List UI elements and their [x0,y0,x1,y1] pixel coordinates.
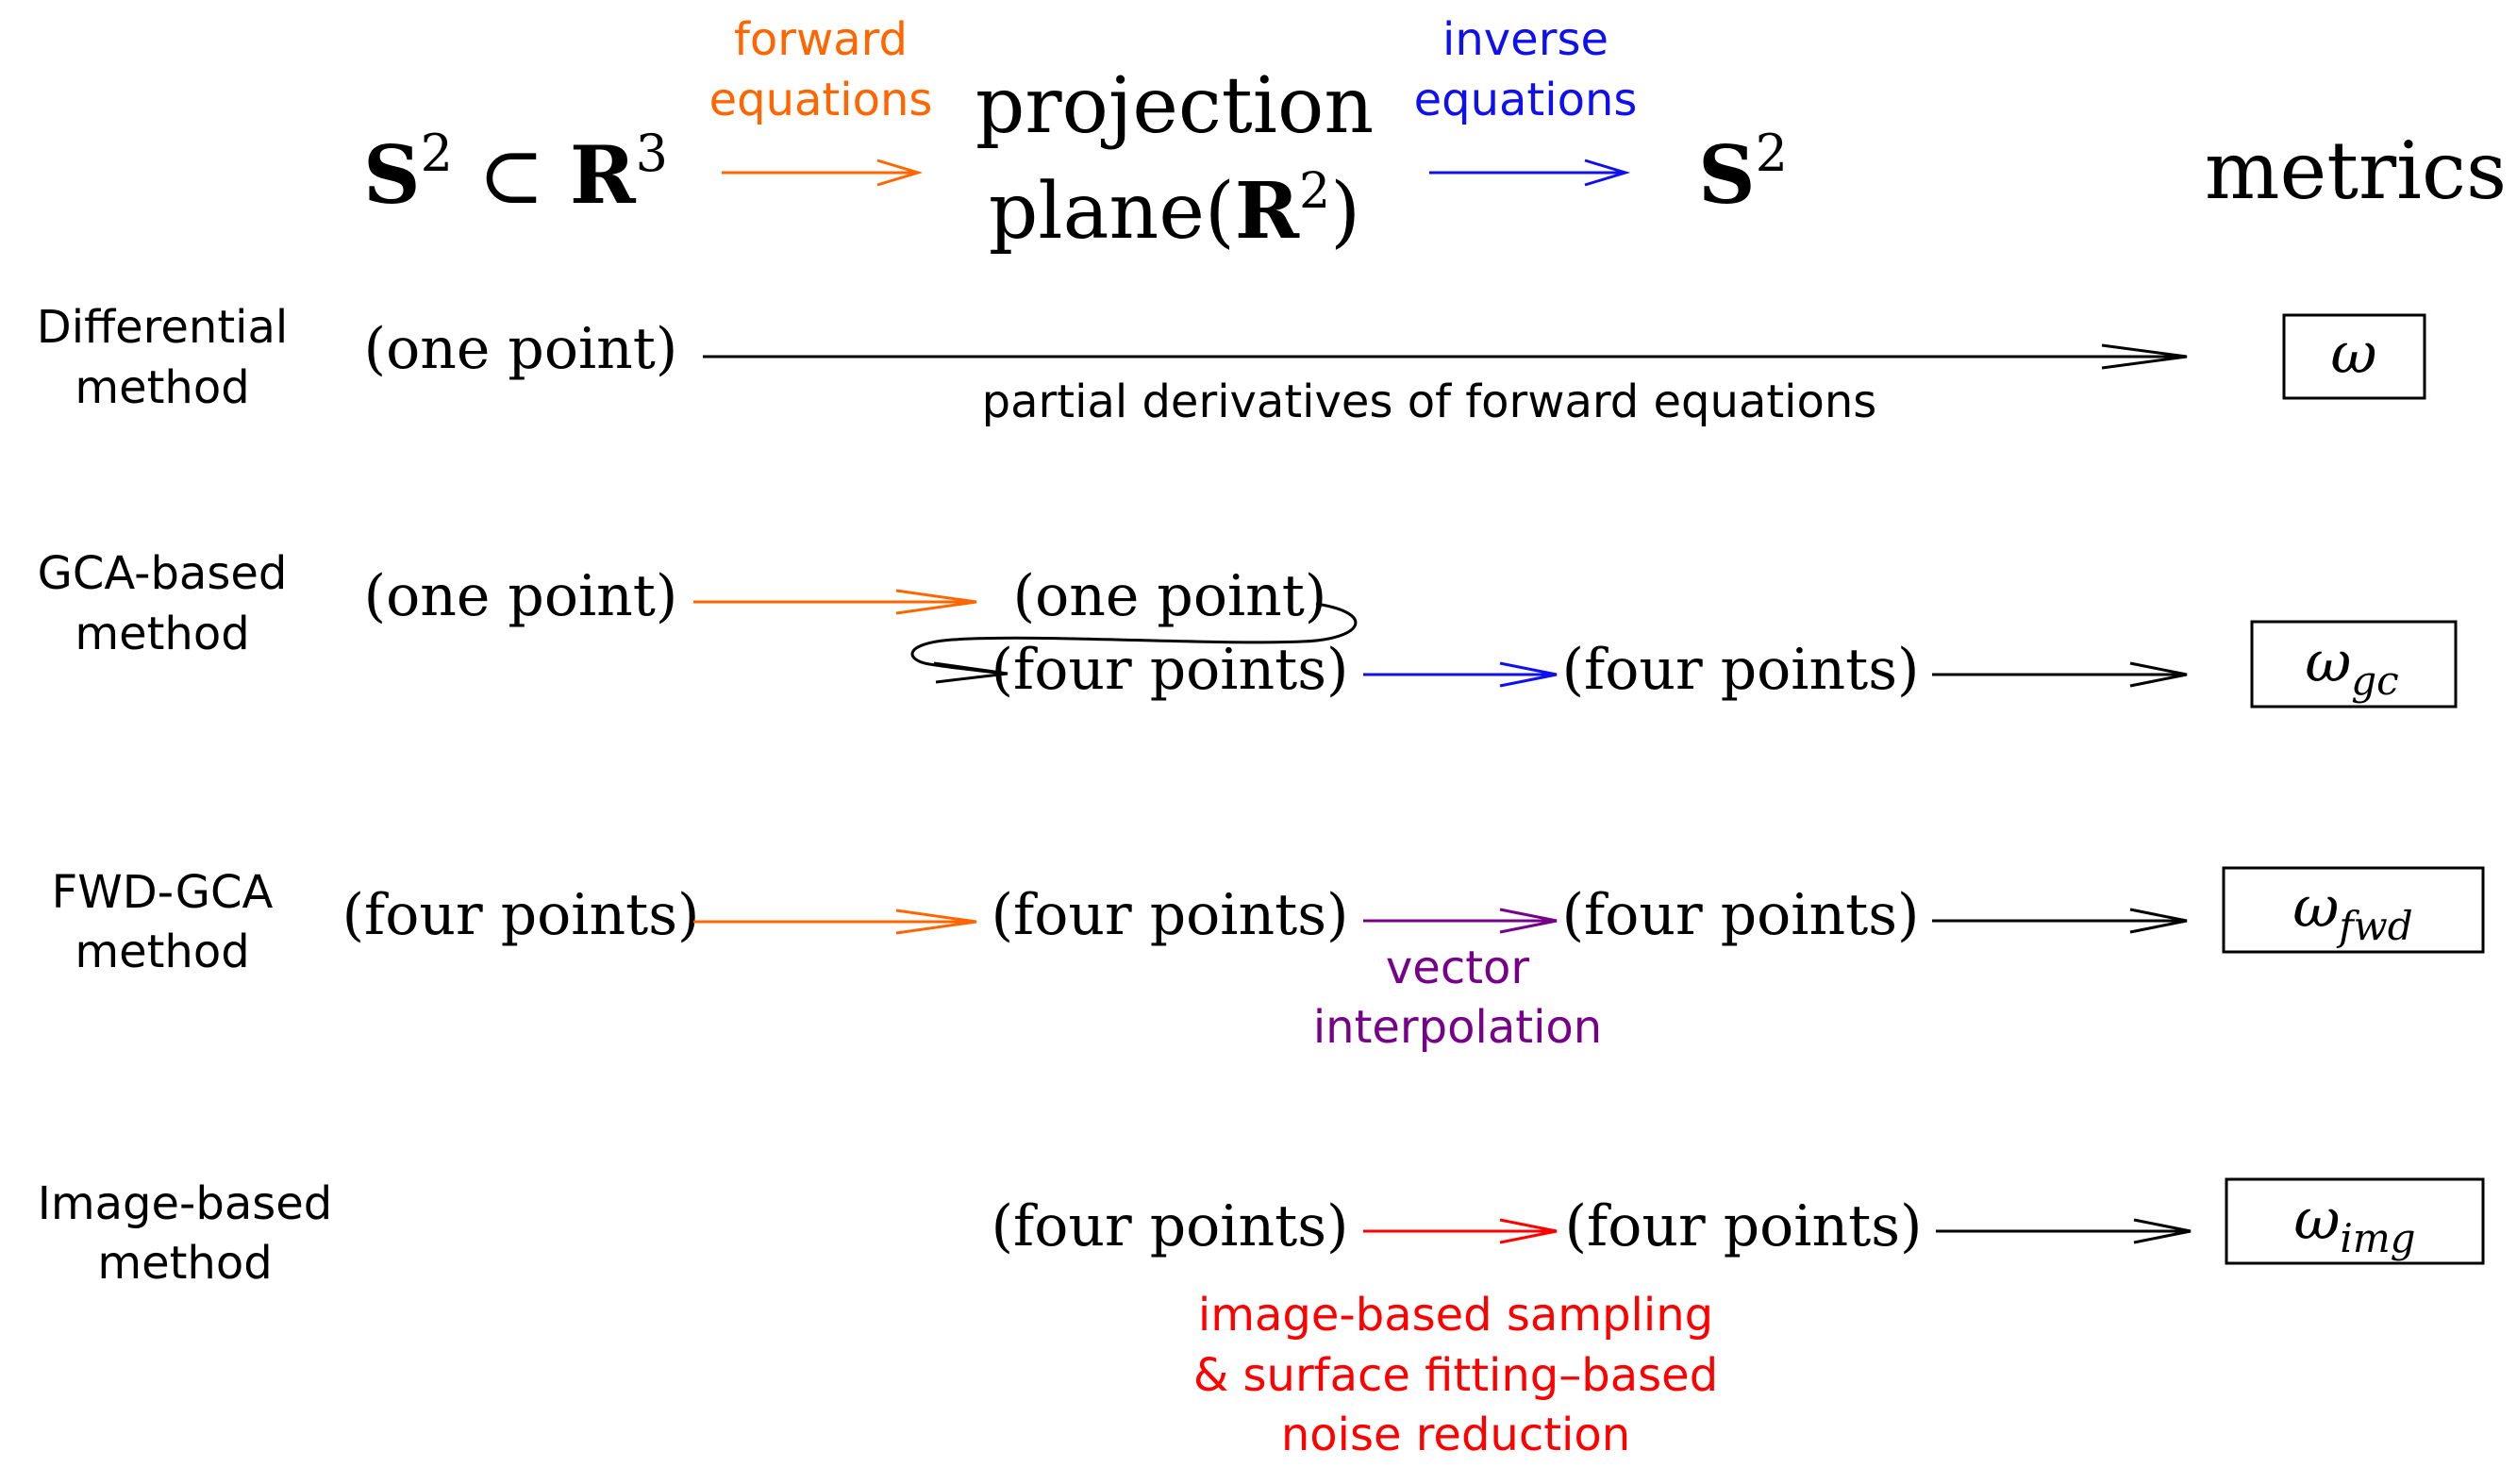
gca-projection-four-points: (four points) [992,637,1349,703]
image-projection-points: (four points) [992,1193,1349,1259]
metric-box-omega-fwd [2222,866,2485,954]
inverse-equations-label-line1: inverse [1442,13,1609,66]
image-metric-arrow [1936,1218,2192,1244]
metric-box-omega-img [2225,1177,2485,1265]
gca-projection-one-point: (one point) [1013,563,1327,629]
metric-omega-gc: ωgc [2305,629,2398,704]
inverse-equations-label-line2: equations [1414,74,1638,126]
row-label-differential-line2: method [75,361,249,414]
fwd-gca-projection-points: (four points) [992,882,1349,948]
gca-inverse-arrow [1363,661,1558,688]
gca-input-point: (one point) [364,563,678,629]
row-label-fwd-gca-line2: method [75,925,249,978]
header-metrics: metrics [2205,125,2507,217]
metric-omega-fwd: ωfwd [2292,875,2412,949]
metric-box-omega-gc [2250,620,2458,709]
gca-metric-arrow [1932,661,2188,688]
blackboard-r-symbol: R [570,128,637,222]
subset-symbol: ⊂ [478,129,544,222]
image-sphere-points: (four points) [1565,1193,1923,1259]
blackboard-s-symbol: S [363,128,421,222]
metric-omega-img: ωimg [2293,1187,2415,1261]
fwd-gca-metric-arrow [1932,908,2188,934]
partial-derivatives-label: partial derivatives of forward equations [982,375,1877,428]
row-label-gca-line2: method [75,608,249,660]
gca-forward-arrow [693,589,977,615]
vector-interpolation-label-line1: vector [1386,942,1530,994]
row-label-image-line1: Image-based [38,1177,333,1230]
fwd-gca-forward-arrow [693,909,977,935]
fwd-gca-sphere-points: (four points) [1562,882,1920,948]
gca-expand-loop-arrowhead [933,661,1008,684]
inverse-equations-arrow [1429,158,1631,187]
differential-arrow [703,343,2188,370]
exponent: 2 [1756,124,1788,183]
differential-input-point: (one point) [364,316,678,382]
forward-equations-label-line2: equations [709,74,933,126]
row-label-image-line2: method [97,1237,272,1290]
fwd-gca-input-points: (four points) [342,882,700,948]
exponent: 2 [1299,163,1330,220]
header-sphere: S2 [1698,124,1788,222]
metric-box-omega [2282,313,2426,400]
forward-equations-arrow [722,158,924,187]
metric-omega: ω [2331,321,2377,387]
forward-equations-label-line1: forward [734,13,908,66]
image-sampling-label-line3: noise reduction [1281,1409,1630,1461]
row-label-differential-line1: Differential [37,301,288,354]
header-sphere-in-r3: S2 ⊂ R3 [363,124,668,222]
blackboard-r-symbol: R [1235,166,1300,257]
row-label-gca-line1: GCA-based [38,547,288,600]
gca-expand-loop-arrow [910,602,1358,675]
row-label-fwd-gca-line1: FWD-GCA [52,866,274,919]
vector-interpolation-arrow [1363,908,1558,934]
gca-sphere-four-points: (four points) [1562,637,1920,703]
projection-label-line1: projection [975,61,1374,151]
image-sampling-label-line1: image-based sampling [1198,1289,1713,1342]
image-sampling-arrow [1363,1218,1558,1244]
projection-label-line2: plane(R2) [989,163,1360,257]
blackboard-s-symbol: S [1698,128,1756,222]
exponent: 3 [636,124,668,183]
vector-interpolation-label-line2: interpolation [1313,1001,1602,1054]
image-sampling-label-line2: & surface fitting–based [1193,1349,1718,1402]
exponent: 2 [421,124,453,183]
